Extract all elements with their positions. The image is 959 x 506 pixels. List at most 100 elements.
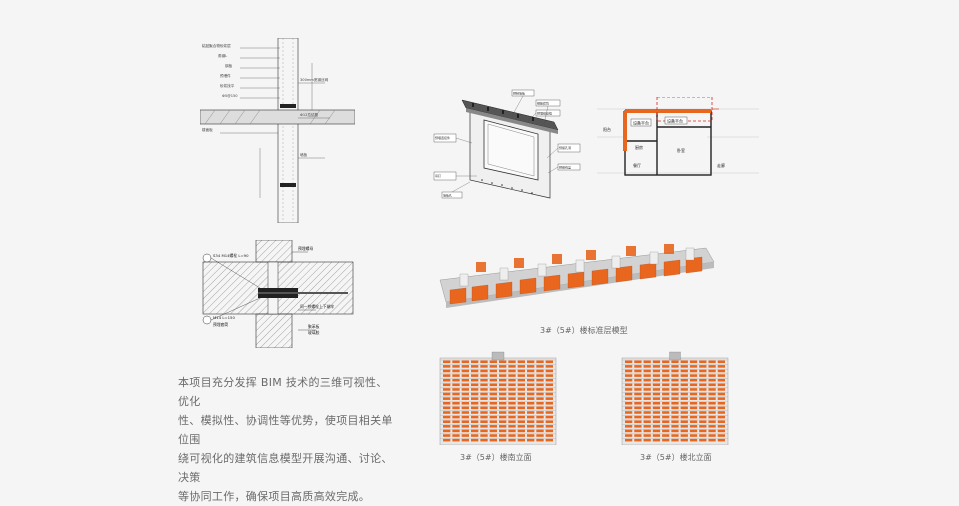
window-band [527, 388, 535, 391]
window-band [517, 434, 525, 437]
window-band [443, 406, 451, 410]
window-band [517, 429, 525, 433]
window-band [452, 425, 460, 428]
window-band [536, 360, 544, 364]
window-band [625, 378, 633, 382]
window-band [634, 383, 642, 387]
south-elevation-drawing [439, 351, 557, 445]
window-band [471, 425, 479, 428]
window-band [671, 388, 679, 391]
window-band [634, 438, 642, 442]
window-band [536, 365, 544, 368]
window-band [499, 415, 507, 419]
window-band [643, 392, 651, 396]
window-band [652, 438, 661, 442]
window-band [671, 434, 679, 437]
window-band [625, 425, 633, 428]
window-band [625, 434, 633, 437]
window-band [717, 374, 725, 377]
window-band [717, 397, 725, 400]
window-band [717, 420, 725, 423]
window-band [508, 429, 516, 433]
label: 厨房 [635, 144, 643, 150]
window-band [452, 378, 460, 382]
window-band [527, 392, 535, 396]
window-band [489, 438, 497, 442]
window-band [443, 388, 451, 391]
window-band [699, 360, 707, 364]
window-band [489, 383, 497, 387]
window-band [480, 415, 488, 419]
window-band [699, 406, 707, 410]
window-band [461, 429, 469, 433]
window-band [545, 429, 553, 433]
window-band [662, 378, 670, 382]
window-band [480, 420, 488, 423]
window-band [625, 369, 633, 373]
window-band [545, 402, 553, 405]
window-band [508, 392, 516, 396]
window-band [489, 411, 497, 414]
window-band [708, 406, 716, 410]
window-band [652, 383, 661, 387]
window-band [689, 369, 698, 373]
window-band [662, 429, 670, 433]
window-band [662, 374, 670, 377]
window-band [652, 411, 661, 414]
window-band [499, 365, 507, 368]
window-band [671, 425, 679, 428]
window-band [662, 388, 670, 391]
window-band [489, 406, 497, 410]
window-band [527, 411, 535, 414]
window-band [699, 397, 707, 400]
window-band [461, 406, 469, 410]
label: 聚苯板 [308, 324, 320, 329]
window-band [689, 360, 698, 364]
window-band [680, 360, 688, 364]
window-band [508, 383, 516, 387]
window-band [689, 378, 698, 382]
window-band [699, 429, 707, 433]
window-band [471, 388, 479, 391]
window-band [480, 397, 488, 400]
window-band [652, 406, 661, 410]
window-band [471, 420, 479, 423]
window-band [545, 369, 553, 373]
window-band [443, 383, 451, 387]
window-band [662, 406, 670, 410]
precast-window-panel-drawing: 预制墙板 钢筋套筒 预埋连接件 吊钉 预留孔洞 预留线盒 预埋铝窗框 墙板孔 [433, 89, 581, 199]
north-elevation-caption: 3#（5#）楼北立面 [640, 453, 712, 462]
window-band [643, 406, 651, 410]
window-band [643, 434, 651, 437]
window-band [443, 374, 451, 377]
window-band [545, 406, 553, 410]
window-band [489, 420, 497, 423]
window-band [536, 406, 544, 410]
window-band [480, 438, 488, 442]
window-band [680, 402, 688, 405]
window-band [480, 369, 488, 373]
window-band [708, 374, 716, 377]
window-band [517, 415, 525, 419]
window-band [680, 378, 688, 382]
window-band [652, 429, 661, 433]
window-band [508, 360, 516, 364]
window-band [689, 397, 698, 400]
window-band [680, 397, 688, 400]
window-band [452, 429, 460, 433]
window-band [461, 438, 469, 442]
window-band [471, 406, 479, 410]
window-band [443, 420, 451, 423]
window-band [671, 402, 679, 405]
window-band [680, 434, 688, 437]
window-band [461, 415, 469, 419]
window-band [452, 397, 460, 400]
window-band [708, 411, 716, 414]
window-band [443, 402, 451, 405]
window-band [480, 411, 488, 414]
window-band [527, 406, 535, 410]
window-band [461, 411, 469, 414]
window-band [461, 402, 469, 405]
window-band [545, 365, 553, 368]
label: 粘贴聚合物砂浆层 [202, 43, 231, 48]
